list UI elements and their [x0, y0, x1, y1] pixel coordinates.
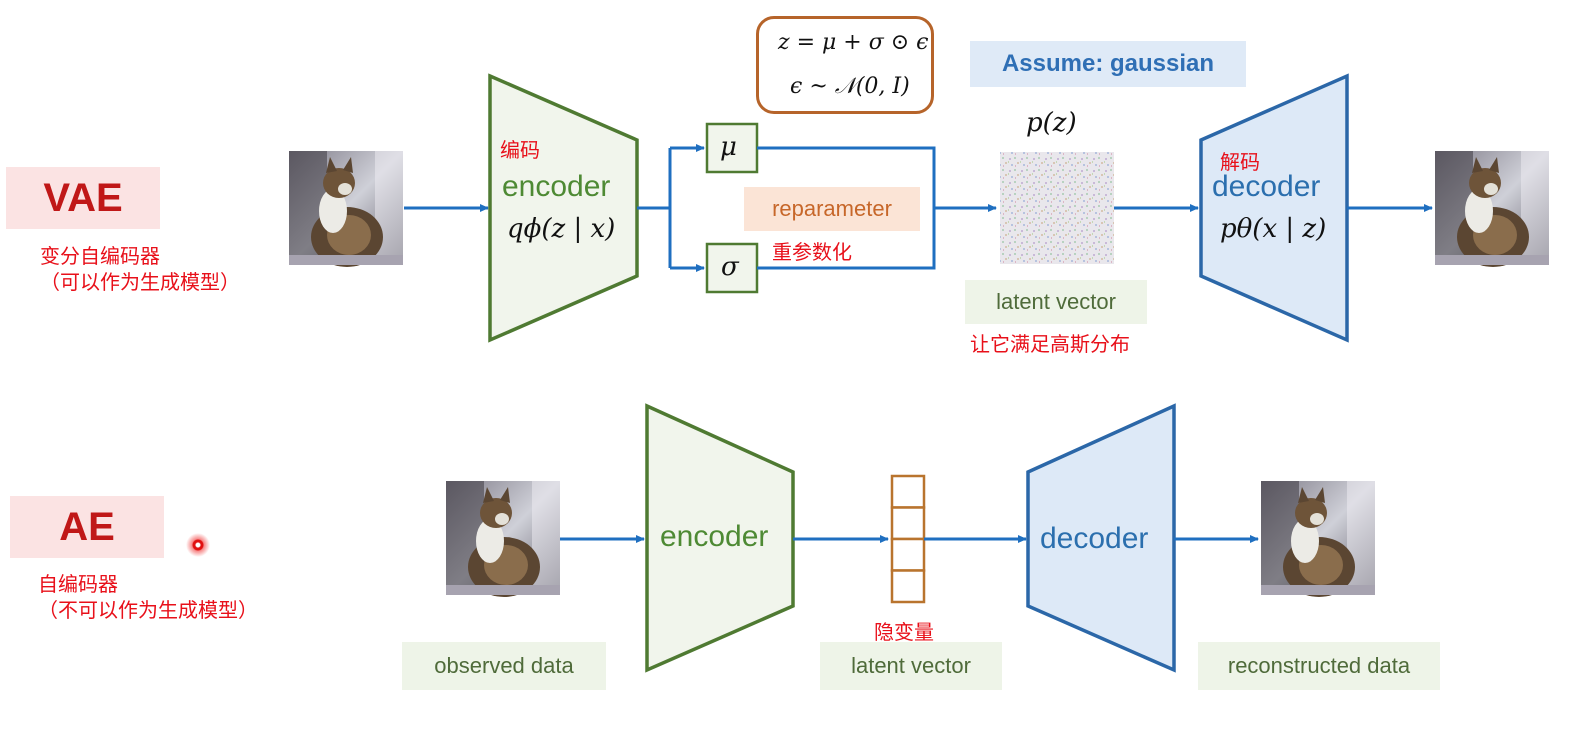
vae-encoder-label: encoder	[502, 170, 611, 203]
vae-decoder-label: decoder	[1212, 170, 1321, 203]
ae-encoder-label: encoder	[660, 520, 769, 553]
ae-input-image	[446, 481, 560, 597]
ae-observed-label: observed data	[402, 642, 606, 690]
vae-encoder-dist: qϕ(z | x)	[507, 214, 616, 244]
ae-latent-cell	[890, 537, 926, 572]
vae-formula-box	[756, 16, 934, 114]
vae-split-connector	[637, 146, 704, 270]
vae-latent-note-cn: 让它满足高斯分布	[970, 332, 1130, 356]
ae-latent-cell	[890, 474, 926, 509]
vae-mu-box	[705, 122, 759, 174]
ae-reconstructed-label: reconstructed data	[1198, 642, 1440, 690]
vae-output-image	[1435, 151, 1549, 267]
vae-encoder-cn: 编码	[500, 138, 540, 162]
ae-latent-label: latent vector	[820, 642, 1002, 690]
vae-reparameter-label: reparameter	[744, 187, 920, 231]
vae-tag: VAE	[6, 167, 160, 229]
vae-name-cn: 变分自编码器	[40, 244, 160, 268]
ae-output-image	[1261, 481, 1375, 597]
vae-noise-latent	[1000, 152, 1114, 264]
ae-name-cn: 自编码器	[38, 572, 118, 596]
ae-tag: AE	[10, 496, 164, 558]
vae-mu-symbol: μ	[720, 132, 737, 162]
ae-decoder-shape	[1026, 403, 1176, 673]
ae-latent-cell	[890, 506, 926, 541]
vae-encoder-shape	[488, 73, 639, 343]
vae-assume-label: Assume: gaussian	[970, 41, 1246, 87]
vae-sigma-symbol: σ	[721, 252, 739, 282]
ae-note-cn: （不可以作为生成模型）	[38, 598, 258, 622]
vae-note-cn: （可以作为生成模型）	[40, 270, 240, 294]
ae-latent-vector	[890, 474, 926, 604]
vae-prior-label: p(z)	[1026, 108, 1077, 138]
ae-decoder-label: decoder	[1040, 522, 1149, 555]
laser-pointer-dot	[186, 533, 210, 557]
vae-decoder-shape	[1199, 73, 1349, 343]
vae-formula-1: z = μ + σ ⊙ ϵ	[778, 30, 929, 55]
vae-latent-label: latent vector	[965, 280, 1147, 324]
vae-reparameter-cn: 重参数化	[772, 240, 852, 264]
ae-encoder-shape	[645, 403, 795, 673]
vae-formula-2: ϵ ~ 𝒩(0, I)	[790, 74, 910, 99]
ae-latent-cn: 隐变量	[874, 620, 934, 644]
ae-latent-cell	[890, 569, 926, 604]
vae-decoder-dist: pθ(x | z)	[1220, 214, 1327, 244]
vae-input-image	[289, 151, 403, 267]
vae-decoder-cn: 解码	[1220, 150, 1260, 174]
